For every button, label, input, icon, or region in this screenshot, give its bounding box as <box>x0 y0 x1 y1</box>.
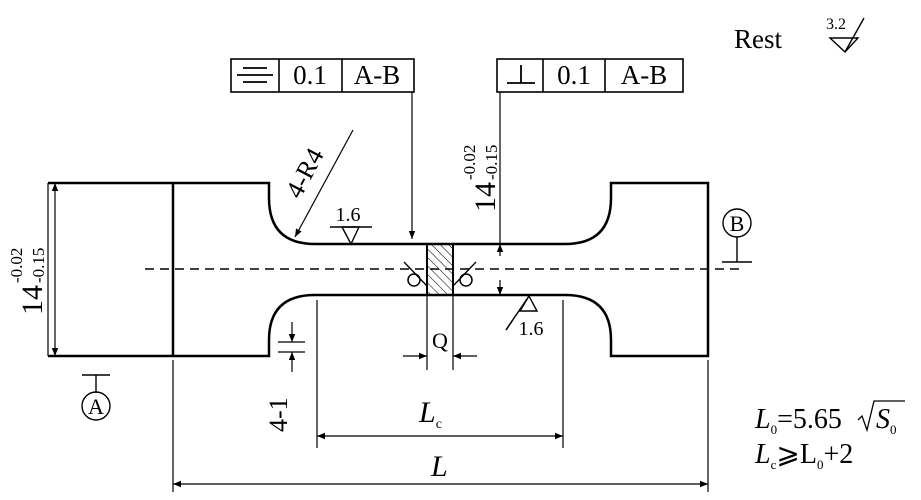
grip-width-label: 14 -0.02 -0.15 <box>7 248 49 315</box>
parallel-length-label: Lc <box>418 396 442 432</box>
neck-width-base: 14 <box>469 182 502 212</box>
roughness-lower <box>505 294 539 331</box>
formula-2: Lc⩾L0+2 <box>754 439 853 472</box>
fcf-symmetry <box>230 58 416 239</box>
rest-label: Rest <box>734 24 783 54</box>
grip-width-upper: -0.02 <box>7 248 26 283</box>
sqrt-symbol <box>857 400 905 433</box>
perpendicularity-icon <box>507 65 535 84</box>
rest-roughness-value: 3.2 <box>826 16 846 33</box>
parallel-length-dimension <box>316 300 564 448</box>
datum-a-label: A <box>88 394 104 419</box>
total-length-dimension <box>172 360 709 492</box>
radius-leader <box>294 129 354 238</box>
total-length-label: L <box>430 450 448 483</box>
symmetry-icon <box>237 67 273 83</box>
notch <box>403 243 477 370</box>
fcf-perpendicularity-datum: A-B <box>621 60 668 90</box>
notch-label: Q <box>432 328 448 353</box>
neck-width-upper: -0.02 <box>460 145 479 180</box>
grip-width-base: 14 <box>16 285 49 315</box>
formula-1: L0=5.65 <box>754 404 842 437</box>
formula-1-sqrt: S0 <box>876 404 897 437</box>
depth-marker <box>278 322 305 372</box>
fcf-symmetry-datum: A-B <box>354 60 401 90</box>
roughness-lower-value: 1.6 <box>519 318 544 340</box>
datum-b <box>722 208 752 263</box>
grip-width-lower: -0.15 <box>29 248 48 283</box>
fcf-perpendicularity-tolerance: 0.1 <box>557 60 591 90</box>
radius-label: 4-R4 <box>280 143 330 203</box>
fcf-perpendicularity <box>496 58 684 244</box>
roughness-upper-value: 1.6 <box>336 204 361 226</box>
fcf-symmetry-tolerance: 0.1 <box>293 60 327 90</box>
depth-marker-label: 4-1 <box>264 397 293 432</box>
neck-width-label: 14 -0.02 -0.15 <box>460 145 502 212</box>
grip-width-dimension <box>47 183 59 356</box>
roughness-upper <box>330 226 372 246</box>
datum-a <box>81 374 111 421</box>
rest-roughness-symbol <box>828 17 865 53</box>
neck-width-lower: -0.15 <box>482 145 501 180</box>
datum-b-label: B <box>730 211 745 236</box>
